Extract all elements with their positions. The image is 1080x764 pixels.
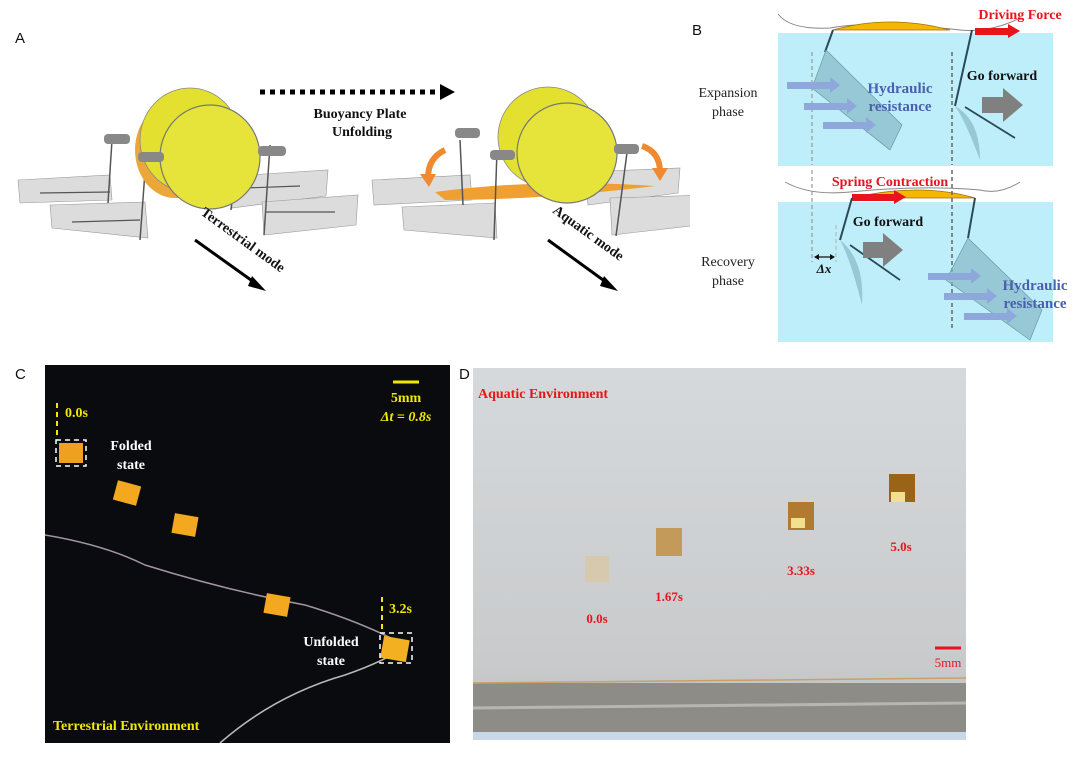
panel-label-c: C — [15, 366, 26, 383]
recovery-phase-2: phase — [712, 274, 744, 289]
time-label-2: 3.33s — [787, 563, 815, 578]
panel-a-figure: Buoyancy Plate Unfolding Terrestrial mod… — [17, 84, 690, 291]
panel-c-photo: 0.0s 3.2s Folded state Unfolded state 5m… — [45, 365, 450, 743]
folded-state-1: Folded — [110, 439, 151, 454]
aquatic-robot-illustration — [371, 86, 690, 241]
robot-snapshots-aquatic — [585, 474, 915, 582]
time-label-0: 0.0s — [586, 611, 607, 626]
delta-t-label: Δt = 0.8s — [380, 410, 432, 425]
spring-contraction-arrow-icon — [894, 190, 906, 204]
delta-x-label: Δx — [816, 261, 832, 276]
folded-state-2: state — [117, 458, 145, 473]
panel-label-d: D — [459, 366, 470, 383]
folded-state-box — [55, 439, 87, 467]
panel-d-photo: Aquatic Environment 0.0s 1.67s 3.33s 5.0… — [473, 368, 966, 740]
panel-b-figure: Driving Force Hydraulic resistance Go fo… — [698, 8, 1068, 342]
go-forward-top-arrow-icon — [982, 88, 1023, 122]
unfolded-state-2: state — [317, 654, 345, 669]
hydraulic-arrows-top — [787, 77, 876, 133]
terrestrial-robot-illustration — [17, 87, 359, 241]
unfolded-state-1: Unfolded — [303, 635, 358, 650]
terrestrial-environment-label: Terrestrial Environment — [53, 719, 200, 734]
end-time-label: 3.2s — [389, 602, 413, 617]
driving-force-label: Driving Force — [978, 8, 1061, 23]
fold-arrow-right-icon — [652, 168, 668, 181]
panel-label-b: B — [692, 22, 703, 39]
expansion-phase-2: phase — [712, 105, 744, 120]
hydraulic-arrows-bottom — [928, 268, 1017, 324]
panel-label-a: A — [15, 30, 26, 47]
transition-label-2: Unfolding — [332, 125, 392, 140]
time-label-3: 5.0s — [890, 539, 911, 554]
scale-bar-c-label: 5mm — [391, 391, 422, 406]
hydraulic-top-2: resistance — [868, 99, 931, 115]
fold-arrow-left-icon — [420, 174, 436, 187]
hydraulic-bottom-2: resistance — [1003, 296, 1066, 312]
spring-contraction-label: Spring Contraction — [832, 175, 949, 190]
hydraulic-top-1: Hydraulic — [867, 81, 932, 97]
start-time-label: 0.0s — [65, 406, 89, 421]
scale-bar-d-label: 5mm — [935, 655, 962, 670]
go-forward-top-label: Go forward — [967, 69, 1038, 84]
go-forward-bottom-label: Go forward — [853, 215, 924, 230]
hydraulic-bottom-1: Hydraulic — [1002, 278, 1067, 294]
time-label-1: 1.67s — [655, 589, 683, 604]
driving-force-arrow-icon — [1008, 24, 1020, 38]
recovery-phase-1: Recovery — [701, 255, 755, 270]
aquatic-environment-label: Aquatic Environment — [478, 387, 608, 402]
robot-snapshots — [59, 443, 410, 663]
expansion-phase-1: Expansion — [698, 86, 757, 101]
unfolded-state-box — [379, 632, 413, 664]
go-forward-bottom-arrow-icon — [863, 233, 903, 267]
transition-label-1: Buoyancy Plate — [314, 107, 407, 122]
